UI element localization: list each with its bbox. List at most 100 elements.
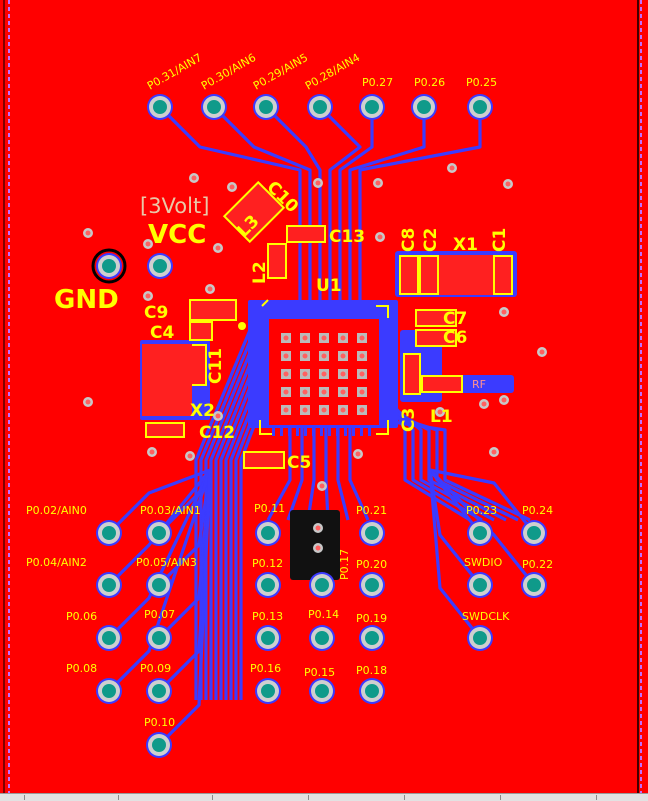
pad-right-2 (467, 572, 493, 598)
chip-via (321, 371, 327, 377)
label-gnd: GND (54, 285, 119, 315)
c2-footprint (419, 255, 439, 295)
trace (379, 402, 507, 522)
pad-top-5 (411, 94, 437, 120)
chip-pin-left (258, 378, 268, 381)
pad-mid-7 (359, 625, 385, 651)
gnd-pad-ring (91, 248, 127, 284)
label-pin-left: P0.09 (140, 662, 171, 675)
pad-top-0 (147, 94, 173, 120)
pad-left-7 (146, 678, 172, 704)
via-18 (313, 543, 323, 553)
u1-corner-mark (259, 420, 272, 435)
label-pin-right: SWDCLK (462, 610, 510, 623)
label-pin-right: SWDIO (464, 556, 503, 569)
chip-pin-left (258, 418, 268, 421)
trace (204, 337, 258, 700)
chip-via (321, 335, 327, 341)
trace (358, 107, 482, 300)
chip-pin-bottom (296, 426, 299, 436)
c1-footprint (493, 255, 513, 295)
label-pin-right: P0.24 (522, 504, 553, 517)
via-24 (213, 411, 223, 421)
c6-footprint (415, 329, 457, 347)
trace (107, 469, 212, 693)
trace (318, 105, 362, 300)
pad-left-2 (96, 572, 122, 598)
chip-pin-top (312, 308, 315, 318)
label-pin-left: P0.02/AIN0 (26, 504, 87, 517)
pad-top-2 (253, 94, 279, 120)
label-c2: C2 (421, 228, 441, 252)
via-0 (83, 228, 93, 238)
pad-right-3 (521, 572, 547, 598)
chip-pin-right (380, 338, 390, 341)
via-14 (489, 447, 499, 457)
via-16 (317, 481, 327, 491)
label-pin-left: P0.10 (144, 716, 175, 729)
chip-pin-top (328, 308, 331, 318)
pad-right-0 (467, 520, 493, 546)
pad-mid-0 (255, 520, 281, 546)
l1-footprint (421, 375, 463, 393)
via-4 (373, 178, 383, 188)
chip-via (359, 389, 365, 395)
chip-via (321, 353, 327, 359)
chip-via (302, 407, 308, 413)
pad-mid-8 (255, 678, 281, 704)
chip-pin-bottom (360, 426, 363, 436)
chip-pin-right (380, 410, 390, 413)
via-21 (143, 291, 153, 301)
label-pin-right: P0.23 (466, 504, 497, 517)
chip-via (283, 407, 289, 413)
chip-via (302, 335, 308, 341)
chip-pin-bottom (272, 426, 275, 436)
status-bar-divider (500, 795, 501, 800)
chip-pin-right (380, 378, 390, 381)
label-c8: C8 (399, 228, 419, 252)
label-pin-mid: P0.15 (304, 666, 335, 679)
via-15 (353, 449, 363, 459)
chip-pin-bottom (336, 426, 339, 436)
pad-top-1 (201, 94, 227, 120)
label-vcc: VCC (148, 220, 206, 250)
chip-pin-right (380, 322, 390, 325)
chip-via (283, 389, 289, 395)
label-pin-mid: P0.20 (356, 558, 387, 571)
label-pin-right: P0.22 (522, 558, 553, 571)
via-19 (147, 447, 157, 457)
chip-via (302, 353, 308, 359)
via-9 (213, 243, 223, 253)
chip-pin-right (380, 386, 390, 389)
chip-pin-right (380, 370, 390, 373)
chip-via (359, 335, 365, 341)
trace (324, 426, 330, 521)
chip-pin-top (320, 308, 323, 318)
chip-via (340, 371, 346, 377)
chip-via (302, 389, 308, 395)
trace (209, 341, 261, 700)
chip-pin-left (258, 346, 268, 349)
chip-via (340, 407, 346, 413)
chip-pin-right (380, 330, 390, 333)
label-3volt: [3Volt] (140, 194, 209, 218)
label-c3: C3 (399, 408, 419, 432)
chip-pin-left (258, 410, 268, 413)
pad-top-6 (467, 94, 493, 120)
chip-pin-top (368, 308, 371, 318)
pad-left-8 (146, 732, 172, 758)
u1-pin1-mark (261, 299, 269, 307)
chip-pin-left (258, 338, 268, 341)
pad-left-0 (96, 520, 122, 546)
via-12 (499, 395, 509, 405)
chip-pin-left (258, 330, 268, 333)
l3-footprint (222, 180, 286, 244)
label-c1: C1 (490, 228, 510, 252)
c12-footprint (145, 422, 185, 438)
via-23 (435, 407, 445, 417)
c7-footprint (415, 309, 457, 327)
x1-footprint (439, 255, 495, 295)
chip-via (359, 353, 365, 359)
chip-pin-bottom (368, 426, 371, 436)
trace (266, 426, 292, 521)
